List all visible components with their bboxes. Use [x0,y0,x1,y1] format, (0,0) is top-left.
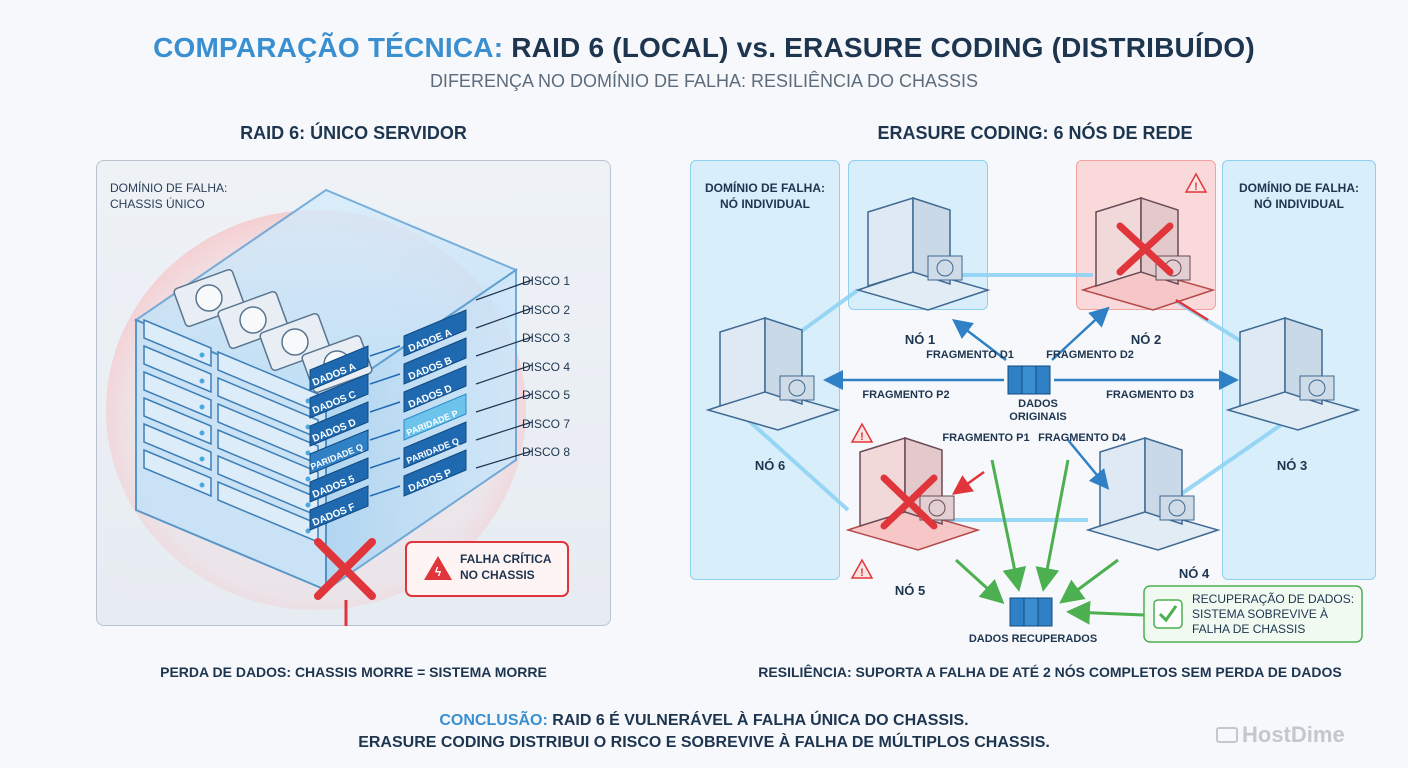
domain-right-label: DOMÍNIO DE FALHA: NÓ INDIVIDUAL [1222,180,1376,212]
recovered-data-icon [1009,597,1053,627]
recovery-box [1143,585,1363,643]
recovered-data-label: DADOS RECUPERADOS [968,633,1098,645]
server-node5 [845,436,981,551]
brand-logo: HostDime [1216,722,1345,748]
fragment-d1-label: FRAGMENTO D1 [926,349,1014,361]
erasure-network-diagram: ! ! ! [705,172,1363,643]
disk-pointer-lines [475,279,533,469]
failed-arrows [951,298,1209,495]
conclusion-line2: ERASURE CODING DISTRIBUI O RISCO E SOBRE… [358,734,1050,751]
disk-label: DISCO 3 [522,331,571,345]
recovery-line1: RECUPERAÇÃO DE DADOS: [1192,592,1355,606]
recovery-text: RECUPERAÇÃO DE DADOS: SISTEMA SOBREVIVE … [1192,592,1367,637]
conclusion-line1: RAID 6 É VULNERÁVEL À FALHA ÚNICA DO CHA… [552,712,969,729]
server-node6 [705,316,841,431]
svg-text:!: ! [860,431,864,443]
disk-label: DISCO 8 [522,445,571,459]
disk-label: DISCO 1 [522,274,571,288]
check-icon [1158,605,1178,623]
svg-text:ϟ: ϟ [435,565,442,579]
right-heading: ERASURE CODING: 6 NÓS DE REDE [877,123,1193,143]
page-title: COMPARAÇÃO TÉCNICA: RAID 6 (LOCAL) vs. E… [0,32,1408,64]
left-heading: RAID 6: ÚNICO SERVIDOR [240,123,467,143]
disk-label: DISCO 7 [522,416,571,431]
node1-label: NÓ 1 [904,332,936,347]
fragment-d2-label: FRAGMENTO D2 [1046,349,1134,361]
critical-line1: FALHA CRÍTICA [460,552,552,566]
node5-fail-x-icon [880,474,938,530]
node2-fail-x-icon [1116,222,1174,276]
title-highlight: COMPARAÇÃO TÉCNICA: [153,32,504,63]
drive-bays [143,318,319,544]
domain-left-line2: NÓ INDIVIDUAL [720,197,810,211]
critical-failure-text: FALHA CRÍTICA NO CHASSIS [460,551,576,583]
domain-left-label: DOMÍNIO DE FALHA: NÓ INDIVIDUAL [690,180,840,212]
domain-right-line1: DOMÍNIO DE FALHA: [1239,181,1359,195]
warning-icon: ! [850,558,874,579]
critical-line2: NO CHASSIS [460,568,535,582]
recovery-line2: SISTEMA SOBREVIVE À [1192,607,1329,621]
raid-fail-x-icon [314,538,376,600]
fragment-d3-label: FRAGMENTO D3 [1106,389,1194,401]
disk-label: DISCO 2 [522,302,571,317]
disk-label-list: DISCO 1 DISCO 2 DISCO 3 DISCO 4 DISCO 5 … [522,273,602,473]
brand-name: HostDime [1242,722,1345,747]
domain-left-line1: DOMÍNIO DE FALHA: [705,181,825,195]
brand-icon [1216,727,1238,743]
node5-label: NÓ 5 [894,583,926,598]
raid-stripe-arrows [369,345,401,497]
original-data-label: DADOS ORIGINAIS [998,398,1078,424]
disk-label: DISCO 5 [522,388,571,402]
recovery-arrows [954,459,1145,625]
raid-domain-line1: DOMÍNIO DE FALHA: [110,181,228,195]
title-rest: RAID 6 (LOCAL) vs. ERASURE CODING (DISTR… [511,32,1255,63]
fragment-p1-label: FRAGMENTO P1 [942,432,1030,444]
distribution-arrows [823,306,1239,490]
server-node4 [1085,436,1221,551]
original-data-icon [1007,365,1051,395]
raid-blocks-col1 [309,345,369,531]
conclusion: CONCLUSÃO: RAID 6 É VULNERÁVEL À FALHA Ú… [0,710,1408,754]
svg-text:!: ! [1194,181,1198,193]
node2-label: NÓ 2 [1130,332,1162,347]
page-subtitle: DIFERENÇA NO DOMÍNIO DE FALHA: RESILIÊNC… [429,71,979,91]
server-node3 [1225,316,1361,431]
raid-footer: PERDA DE DADOS: CHASSIS MORRE = SISTEMA … [160,664,547,680]
warning-icon [424,556,452,580]
server-node1 [855,196,991,311]
warning-icon: ! [850,422,874,443]
node3-label: NÓ 3 [1276,458,1308,473]
recovery-line3: FALHA DE CHASSIS [1192,622,1306,636]
warning-icon: ! [1184,172,1208,193]
origin-line1: DADOS [1018,398,1058,410]
svg-text:!: ! [860,567,864,579]
node4-label: NÓ 4 [1178,566,1210,581]
raid-blocks-col2 [403,309,467,497]
node6-label: NÓ 6 [754,458,786,473]
raid-domain-line2: CHASSIS ÚNICO [110,197,205,211]
erasure-footer: RESILIÊNCIA: SUPORTA A FALHA DE ATÉ 2 NÓ… [758,664,1342,680]
conclusion-highlight: CONCLUSÃO: [439,712,548,729]
raid-domain-label: DOMÍNIO DE FALHA: CHASSIS ÚNICO [110,180,250,212]
raid-server-illustration: DADOS A DADOS C DADOS D PARIDADE Q DADOS… [106,188,569,626]
origin-line2: ORIGINAIS [1009,411,1067,423]
critical-failure-box: ϟ [405,541,569,597]
disk-label: DISCO 4 [522,359,571,374]
fragment-p2-label: FRAGMENTO P2 [862,389,950,401]
fragment-d4-label: FRAGMENTO D4 [1038,432,1126,444]
domain-right-line2: NÓ INDIVIDUAL [1254,197,1344,211]
